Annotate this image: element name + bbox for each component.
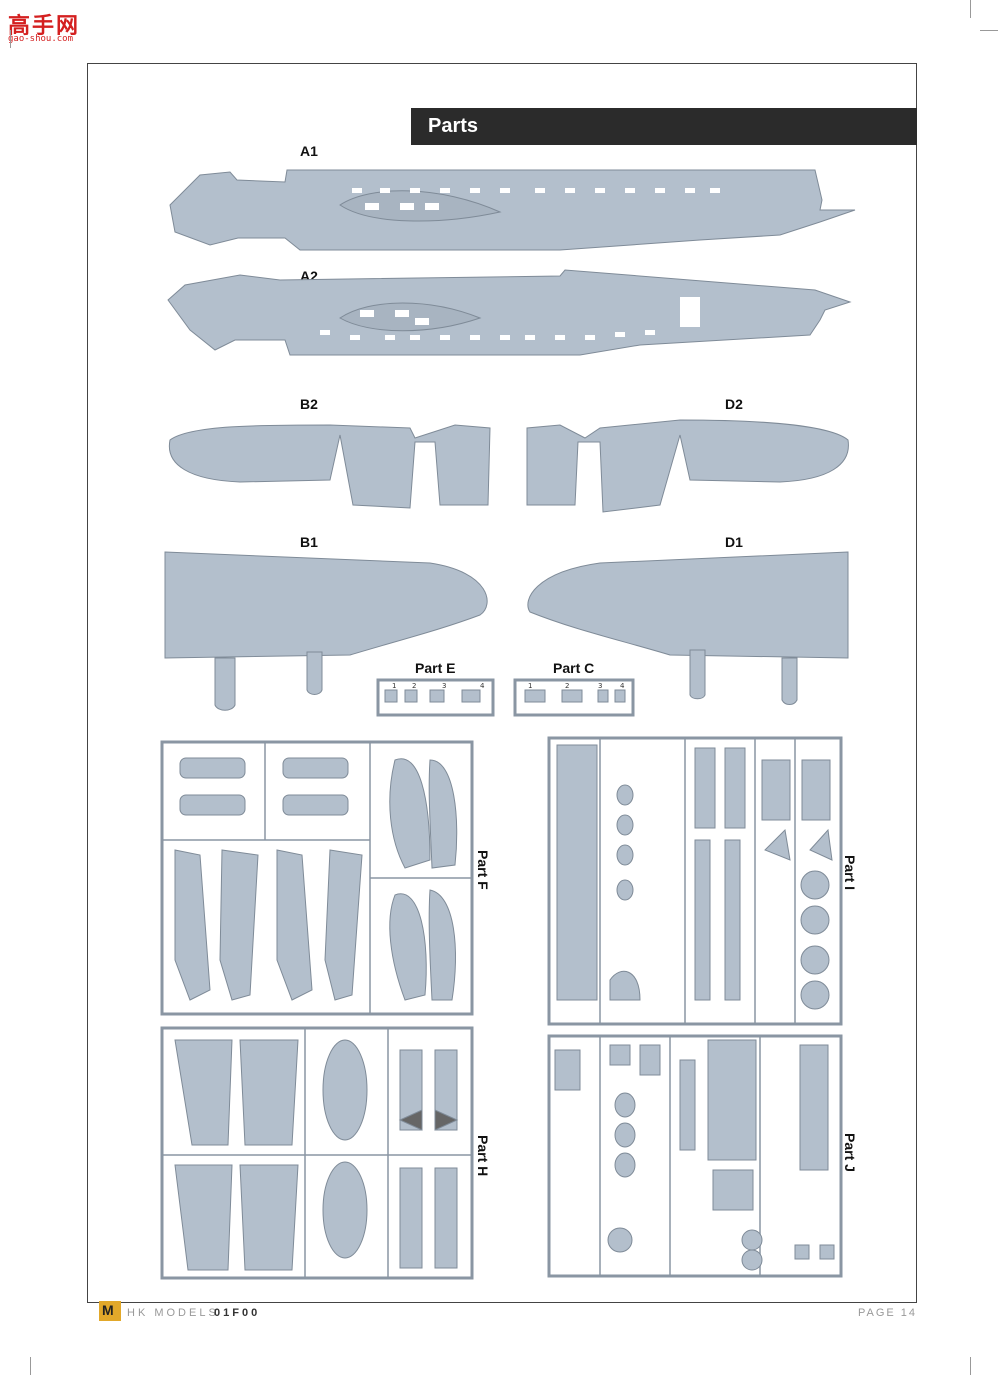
sprue-c: 1 2 3 4 xyxy=(513,678,635,717)
label-a1: A1 xyxy=(300,143,318,159)
hk-models-logo: M xyxy=(99,1301,121,1321)
sprue-c-num: 3 xyxy=(598,682,602,690)
sprue-h xyxy=(160,1026,474,1280)
crop-mark xyxy=(30,1357,31,1375)
sprue-i-title: Part I xyxy=(842,855,858,891)
sprue-e: 1 2 3 4 xyxy=(376,678,495,717)
section-header-bar xyxy=(411,108,917,145)
crop-mark xyxy=(970,1357,971,1375)
sprue-f-title: Part F xyxy=(475,850,491,890)
fuselage-half-a2 xyxy=(167,269,852,356)
page-number: PAGE 14 xyxy=(858,1307,918,1319)
label-b1: B1 xyxy=(300,534,318,550)
sprue-c-title: Part C xyxy=(553,660,595,676)
hk-logo-glyph: M xyxy=(102,1302,114,1318)
sprue-c-num: 2 xyxy=(565,682,569,690)
label-d1: D1 xyxy=(725,534,743,550)
wing-upper-b1 xyxy=(164,551,488,711)
sprue-i xyxy=(547,736,843,1026)
label-b2: B2 xyxy=(300,396,318,412)
wing-lower-b2 xyxy=(168,424,491,509)
crop-mark xyxy=(980,30,998,31)
sprue-h-title: Part H xyxy=(475,1135,491,1177)
crop-mark xyxy=(10,30,11,48)
crop-mark xyxy=(970,0,971,18)
footer-brand: HK MODELS xyxy=(127,1307,219,1319)
watermark-url: gao-shou.com xyxy=(8,34,74,44)
page-frame xyxy=(87,63,917,1303)
sprue-j-title: Part J xyxy=(842,1133,858,1172)
sprue-c-num: 4 xyxy=(620,682,625,690)
label-d2: D2 xyxy=(725,396,743,412)
fuselage-half-a1 xyxy=(169,169,856,251)
watermark-logo: 高手网 xyxy=(8,14,81,39)
sprue-c-num: 1 xyxy=(528,682,532,690)
sprue-e-title: Part E xyxy=(415,660,456,676)
sprue-e-num: 1 xyxy=(392,682,396,690)
sprue-e-num: 4 xyxy=(480,682,485,690)
footer-code: 01F00 xyxy=(214,1307,261,1319)
sprue-f xyxy=(160,740,474,1016)
sprue-e-num: 3 xyxy=(442,682,446,690)
wing-upper-d1 xyxy=(527,551,849,705)
sprue-j xyxy=(547,1034,843,1278)
sprue-e-num: 2 xyxy=(412,682,416,690)
wing-lower-d2 xyxy=(526,419,849,513)
section-title: Parts xyxy=(428,115,479,137)
